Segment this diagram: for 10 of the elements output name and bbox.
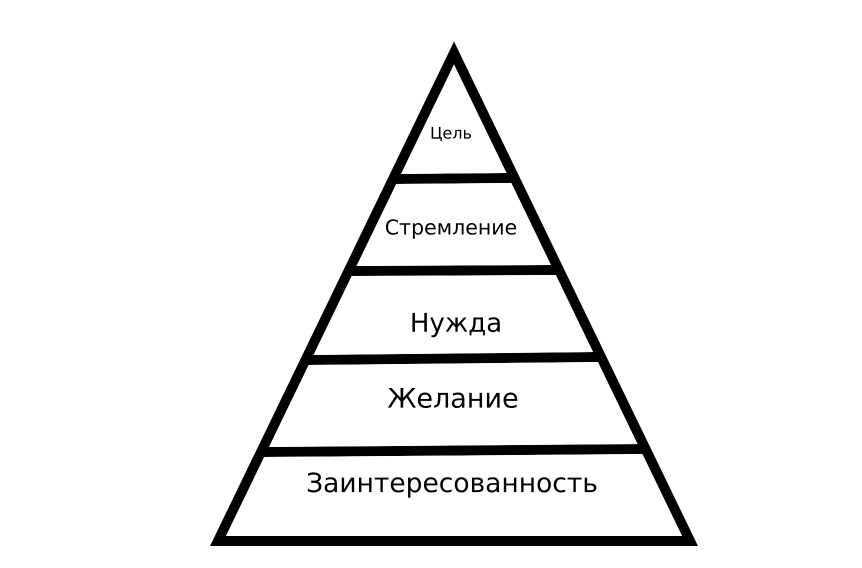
node-label: Заинтересованность — [308, 472, 596, 498]
pyramid-tier: Стремление — [356, 183, 551, 266]
pyramid-tier: Нужда — [314, 275, 594, 355]
pyramid-tier: Желание — [269, 362, 638, 447]
pyramid-tier: Цель — [401, 64, 506, 174]
node-label: Цель — [432, 126, 472, 142]
node-label: Стремление — [386, 219, 516, 239]
node-label: Нужда — [412, 312, 500, 338]
pyramid-tier: Заинтересованность — [226, 454, 682, 536]
node-label: Желание — [388, 388, 518, 408]
